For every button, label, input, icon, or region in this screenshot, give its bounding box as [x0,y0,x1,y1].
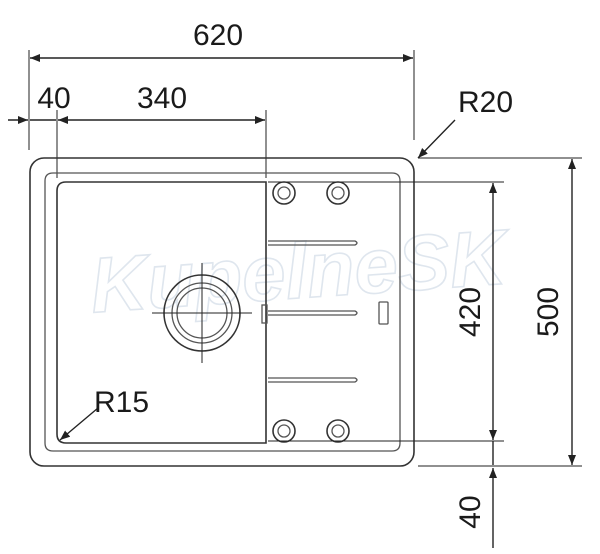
sink-outer-outline [29,157,415,467]
radius-label-r15: R15 [94,386,149,419]
leader-line-r15 [59,407,99,441]
mounting-hole-bottom-left [272,419,296,443]
sink-inner-rim [44,172,401,452]
dimension-label-340: 340 [137,82,187,115]
drainer-rib-middle [268,310,358,316]
mounting-hole-top-right [326,181,350,205]
drainer-rib-bottom [268,377,358,383]
dimension-label-40-left: 40 [37,82,70,115]
mounting-hole-bottom-right [326,419,350,443]
leader-line-r20 [417,119,456,159]
drainer-outlet-slot [261,304,268,324]
overflow-slot [378,301,389,325]
drainer-rib-top [268,240,358,246]
dimension-label-420: 420 [454,287,487,337]
radius-label-r20: R20 [458,86,513,119]
dimension-label-620: 620 [193,19,243,52]
bowl-outline [56,181,267,444]
watermark-text: KupelneSK [88,212,515,329]
dimension-label-40-bottom: 40 [454,495,487,528]
dimension-label-500: 500 [532,287,565,337]
mounting-hole-top-left [272,181,296,205]
